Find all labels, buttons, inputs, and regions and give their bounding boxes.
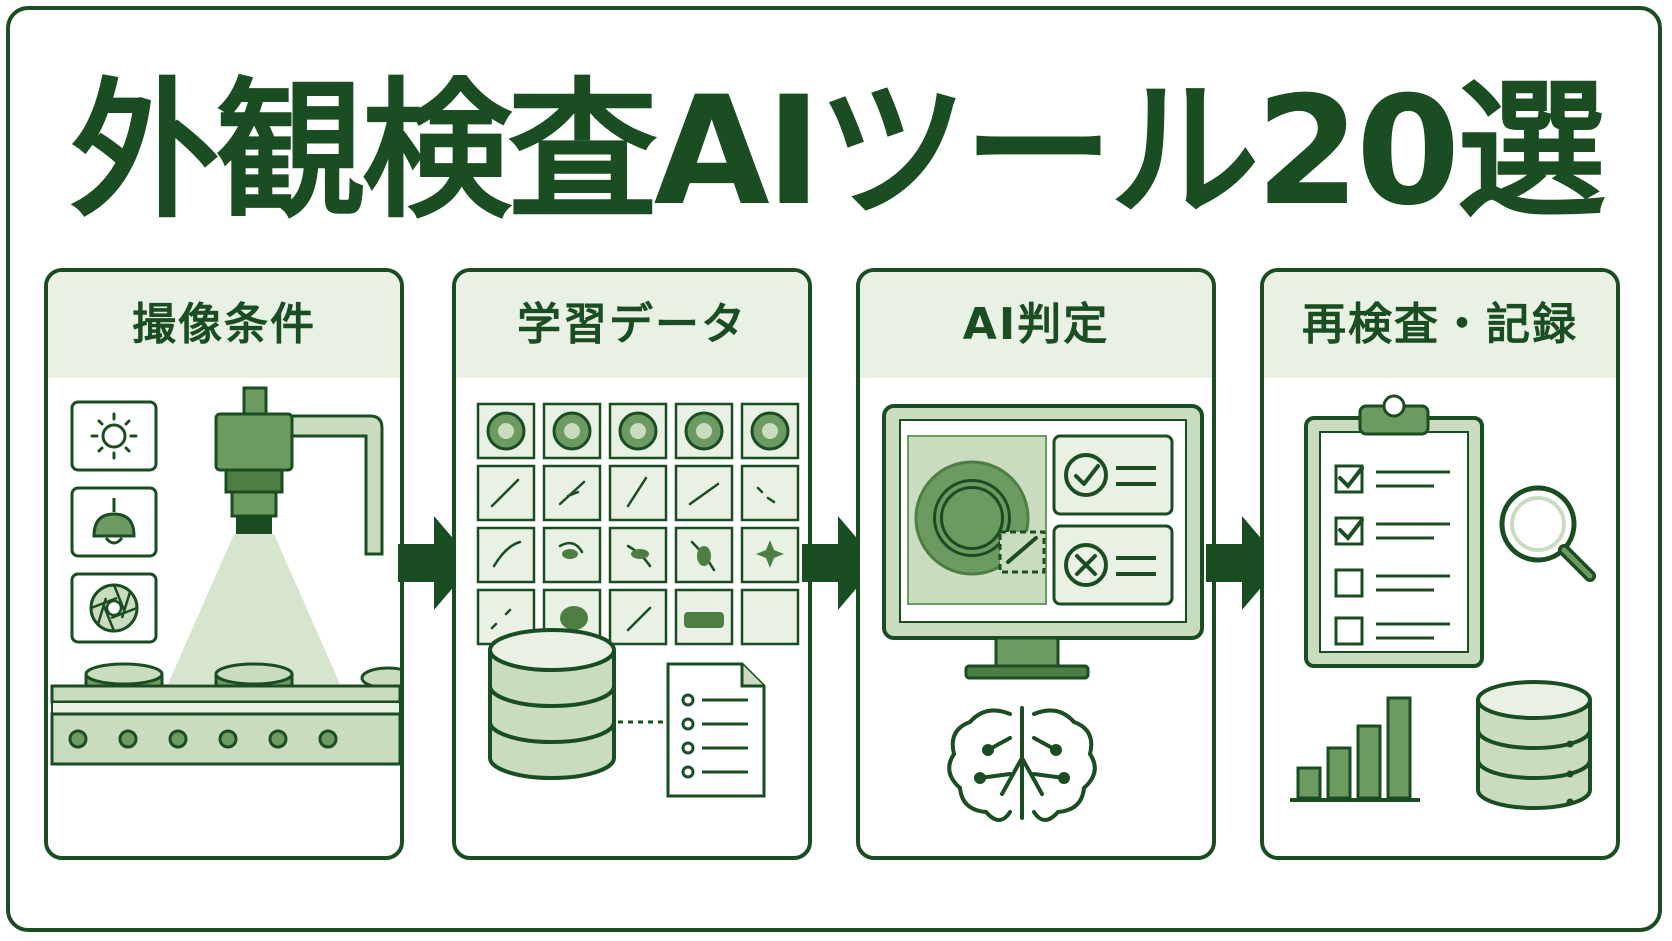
magnifier-icon [1499,485,1596,582]
imaging-illustration [50,378,400,766]
step-title-imaging: 撮像条件 [48,272,400,378]
ai-judgment-illustration [882,404,1204,822]
conveyor-icon [50,684,400,766]
ai-brain-icon [947,706,1097,822]
flow-arrow-2 [802,516,878,610]
document-list-icon [666,662,766,798]
bar-chart-icon [1290,696,1420,802]
step-title-reinspection-record: 再検査・記録 [1264,272,1616,378]
check-icon [1052,434,1174,516]
step-title-training-data: 学習データ [456,272,808,378]
sun-icon [70,400,158,472]
step-panel-reinspection-record: 再検査・記録 [1260,268,1620,860]
step-panel-ai-judgment: AI判定 [856,268,1216,860]
aperture-icon [70,572,158,644]
flow-arrow-1 [398,516,474,610]
step-panel-training-data: 学習データ [452,268,812,860]
lamp-icon [70,486,158,558]
database-icon [1476,680,1592,810]
step-panel-imaging: 撮像条件 [44,268,404,860]
step-title-ai-judgment: AI判定 [860,272,1212,378]
clipboard-checklist-icon [1304,394,1484,668]
reinspection-illustration [1290,394,1596,810]
database-icon [488,628,616,780]
training-data-illustration [476,402,800,798]
cross-icon [1052,524,1174,606]
camera-icon [214,378,384,556]
defect-sample-grid [476,402,800,646]
flow-arrow-3 [1206,516,1282,610]
page-title: 外観検査AIツール20選 [69,65,1607,239]
